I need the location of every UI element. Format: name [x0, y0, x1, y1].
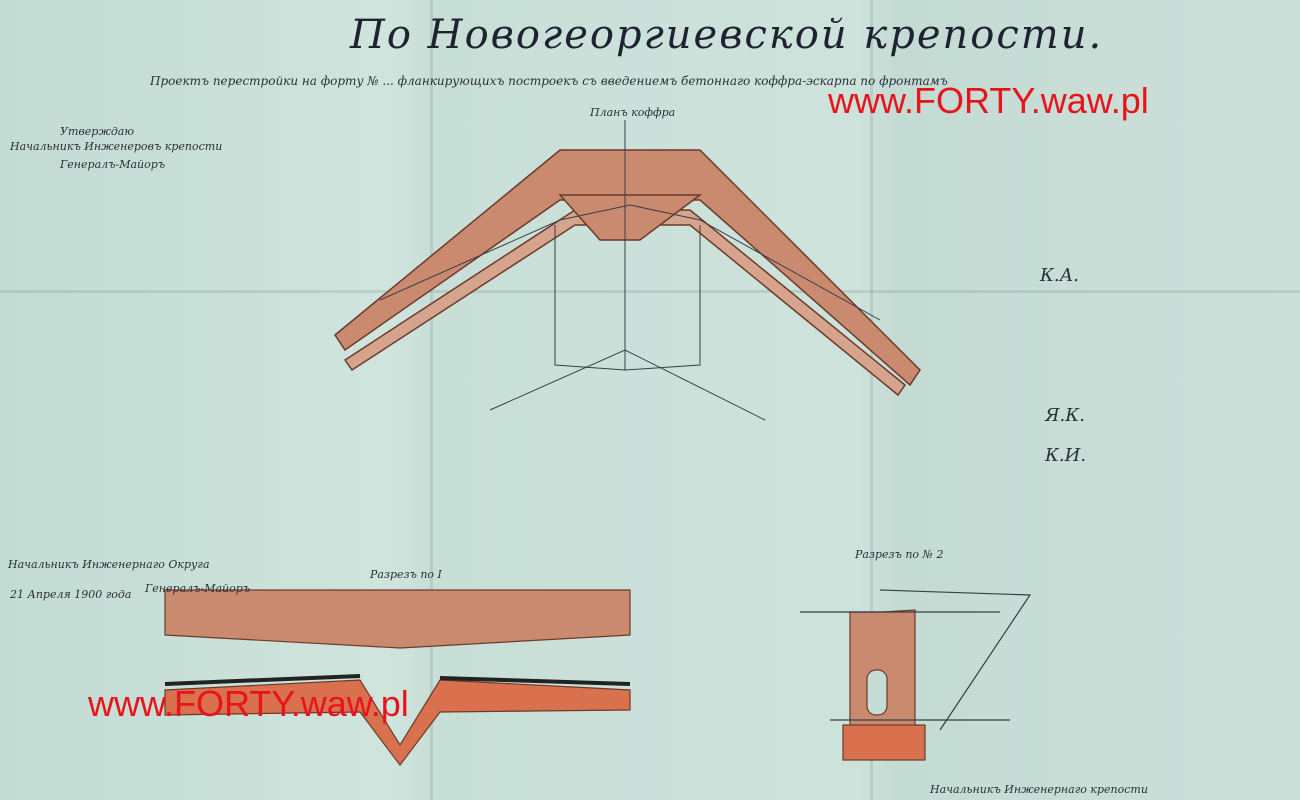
left-note: Утверждаю — [60, 125, 135, 138]
fold-line — [0, 290, 1300, 293]
label-plan: Планъ коффра — [590, 106, 676, 119]
left-note: Начальникъ Инженеровъ крепости — [10, 140, 223, 153]
drawing-subtitle: Проектъ перестройки на форту № ... фланк… — [150, 74, 948, 88]
bottom-left-note: Начальникъ Инженернаго Округа — [8, 558, 210, 571]
bottom-right-note: Начальникъ Инженернаго крепости — [930, 783, 1148, 796]
watermark: www.FORTY.waw.pl — [88, 683, 409, 724]
signature: Я.К. — [1045, 405, 1085, 426]
drawing-title: По Новогеоргиевской крепости. — [350, 12, 1104, 58]
label-section-2: Разрезъ по № 2 — [855, 548, 944, 561]
section-2 — [800, 589, 1032, 761]
section-1 — [164, 589, 631, 766]
fold-line — [430, 0, 433, 800]
watermark: www.FORTY.waw.pl — [828, 80, 1149, 121]
label-section-1: Разрезъ по I — [370, 568, 442, 581]
signature: К.А. — [1040, 265, 1080, 286]
bottom-left-note: Генералъ-Майоръ — [145, 582, 251, 595]
caponier-plan — [333, 149, 921, 397]
left-note: Генералъ-Майоръ — [60, 158, 166, 171]
plan-construction-lines — [379, 120, 881, 421]
bottom-left-note: 21 Апреля 1900 года — [10, 588, 132, 601]
signature: К.И. — [1045, 445, 1087, 466]
fold-line — [870, 0, 873, 800]
